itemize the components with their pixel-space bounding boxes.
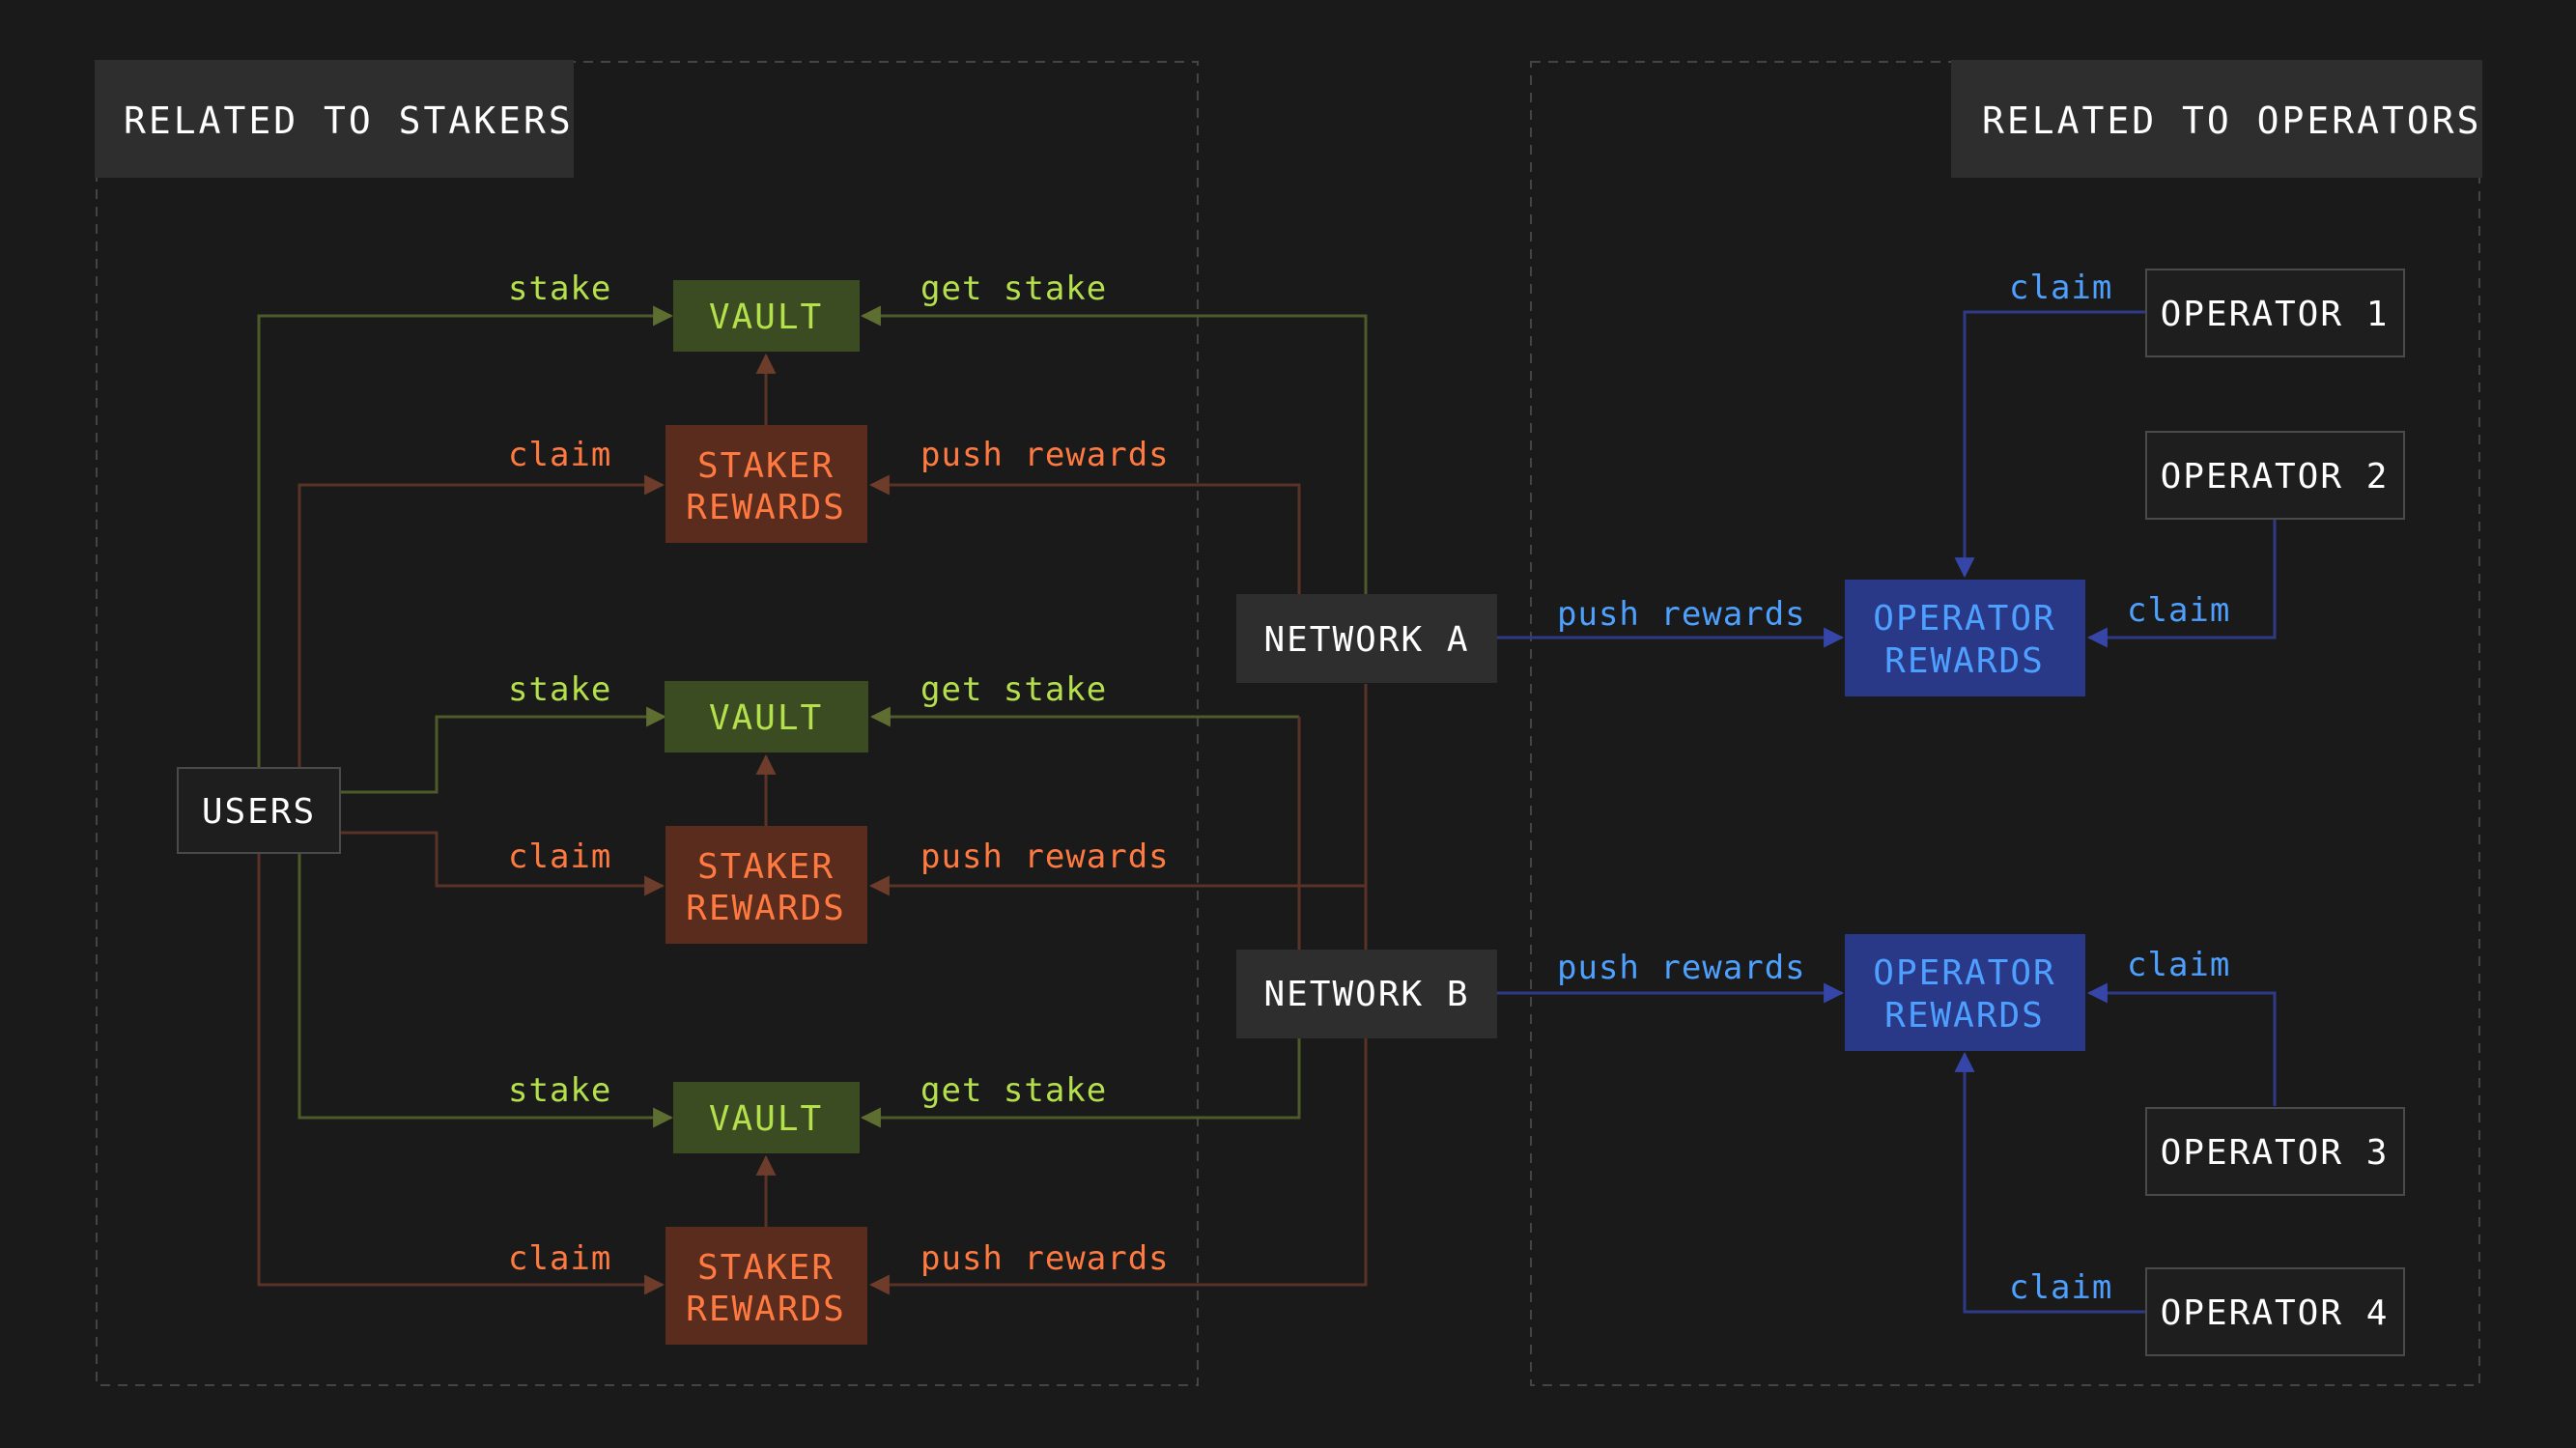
users-stake-line-3 <box>297 852 674 1128</box>
staker-rewards-box-1[interactable] <box>665 425 867 543</box>
vault-label-3: VAULT <box>709 1099 823 1139</box>
operator-rewards-label-b2: REWARDS <box>1884 996 2045 1036</box>
staker-rewards-label-1a: STAKER <box>697 446 835 486</box>
vault-box-2[interactable] <box>665 681 868 752</box>
operators-region-title-bg <box>1951 60 2482 178</box>
vault-box-3[interactable] <box>673 1082 860 1153</box>
operator-rewards-box-b[interactable] <box>1845 934 2085 1051</box>
operator-rewards-label-b1: OPERATOR <box>1873 953 2055 993</box>
staker-rewards-label-2b: REWARDS <box>686 889 846 928</box>
network-a-box[interactable] <box>1236 594 1497 683</box>
network-get-stake-line-1 <box>860 305 1368 594</box>
operator-rewards-node-b[interactable]: OPERATOR REWARDS <box>1845 934 2085 1051</box>
operators-region-title: RELATED TO OPERATORS <box>1982 99 2482 142</box>
operator-1-label: OPERATOR 1 <box>2161 295 2390 334</box>
users-claim-line-3 <box>257 852 665 1295</box>
network-push-line-1 <box>868 474 1301 594</box>
network-a-node[interactable]: NETWORK A <box>1236 594 1497 683</box>
users-claim-line-1 <box>297 474 665 768</box>
operator-2-claim-line <box>2086 520 2277 648</box>
staker-rewards-node-2[interactable]: STAKER REWARDS <box>665 826 867 944</box>
operators-region: RELATED TO OPERATORS <box>1530 60 2482 1386</box>
operator-4-claim-line <box>1954 1051 2146 1314</box>
staker-rewards-label-2a: STAKER <box>697 847 835 887</box>
operator-rewards-node-a[interactable]: OPERATOR REWARDS <box>1845 580 2085 696</box>
vault-node-2[interactable]: VAULT <box>665 681 868 752</box>
stakers-region: RELATED TO STAKERS <box>95 60 1199 1386</box>
stake-label-1: stake <box>508 270 611 308</box>
stake-label-2: stake <box>508 670 611 709</box>
operator-3-claim-label: claim <box>2127 946 2230 984</box>
operator-2-claim-label: claim <box>2127 591 2230 630</box>
operator-2-label: OPERATOR 2 <box>2161 457 2390 497</box>
claim-label-3: claim <box>508 1239 611 1278</box>
users-stake-line-1 <box>257 305 674 768</box>
users-box[interactable] <box>177 767 341 854</box>
operator-3-label: OPERATOR 3 <box>2161 1133 2390 1173</box>
staker-rewards-label-1b: REWARDS <box>686 488 846 527</box>
operator-3-claim-line <box>2086 982 2277 1106</box>
stakers-region-title: RELATED TO STAKERS <box>124 99 574 142</box>
network-a-push-rewards-label: push rewards <box>1557 595 1806 634</box>
network-b-box[interactable] <box>1236 950 1497 1038</box>
operator-4-box[interactable] <box>2145 1267 2405 1356</box>
operator-2-box[interactable] <box>2145 431 2405 520</box>
claim-connectors <box>257 353 1368 1295</box>
users-node[interactable]: USERS <box>177 767 341 854</box>
operator-1-box[interactable] <box>2145 269 2405 357</box>
operator-4-claim-label: claim <box>2009 1268 2112 1307</box>
operator-1-node[interactable]: OPERATOR 1 <box>2145 269 2405 357</box>
stakers-region-border <box>96 61 1199 1386</box>
staker-rewards-box-2[interactable] <box>665 826 867 944</box>
staker-rewards-label-3a: STAKER <box>697 1248 835 1288</box>
claim-label-1: claim <box>508 436 611 474</box>
network-a-label: NETWORK A <box>1263 620 1469 660</box>
operator-3-box[interactable] <box>2145 1107 2405 1196</box>
vault-node-1[interactable]: VAULT <box>673 280 860 352</box>
vault-label-2: VAULT <box>709 698 823 738</box>
operator-1-claim-label: claim <box>2009 269 2112 307</box>
vault-label-1: VAULT <box>709 298 823 337</box>
staker-rewards-label-3b: REWARDS <box>686 1290 846 1329</box>
claim-label-2: claim <box>508 838 611 876</box>
get-stake-label-1: get stake <box>920 270 1107 308</box>
network-b-label: NETWORK B <box>1263 975 1469 1014</box>
stake-label-3: stake <box>508 1071 611 1110</box>
staker-rewards-node-1[interactable]: STAKER REWARDS <box>665 425 867 543</box>
push-rewards-label-3: push rewards <box>920 1239 1170 1278</box>
operator-rewards-label-a2: REWARDS <box>1884 641 2045 681</box>
operator-3-node[interactable]: OPERATOR 3 <box>2145 1107 2405 1196</box>
get-stake-label-2: get stake <box>920 670 1107 709</box>
network-push-line-3 <box>868 1038 1368 1295</box>
edge-labels: stake get stake claim push rewards stake… <box>508 269 2230 1307</box>
operator-1-claim-line <box>1954 310 2146 579</box>
users-claim-line-2 <box>340 831 665 896</box>
users-label: USERS <box>202 792 316 832</box>
operator-4-node[interactable]: OPERATOR 4 <box>2145 1267 2405 1356</box>
push-rewards-label-2: push rewards <box>920 838 1170 876</box>
operator-2-node[interactable]: OPERATOR 2 <box>2145 431 2405 520</box>
vault-node-3[interactable]: VAULT <box>673 1082 860 1153</box>
stakers-region-title-bg <box>95 60 574 178</box>
network-b-push-rewards-label: push rewards <box>1557 949 1806 987</box>
network-b-node[interactable]: NETWORK B <box>1236 950 1497 1038</box>
push-rewards-label-1: push rewards <box>920 436 1170 474</box>
operator-connectors <box>1497 310 2277 1314</box>
vault-box-1[interactable] <box>673 280 860 352</box>
network-get-stake-line-3 <box>860 1038 1301 1128</box>
operator-rewards-label-a1: OPERATOR <box>1873 599 2055 639</box>
users-stake-line-2 <box>340 706 667 794</box>
stake-connectors <box>257 305 1368 1128</box>
get-stake-label-3: get stake <box>920 1071 1107 1110</box>
operator-4-label: OPERATOR 4 <box>2161 1293 2390 1333</box>
staker-rewards-node-3[interactable]: STAKER REWARDS <box>665 1227 867 1345</box>
operator-rewards-box-a[interactable] <box>1845 580 2085 696</box>
staker-rewards-box-3[interactable] <box>665 1227 867 1345</box>
